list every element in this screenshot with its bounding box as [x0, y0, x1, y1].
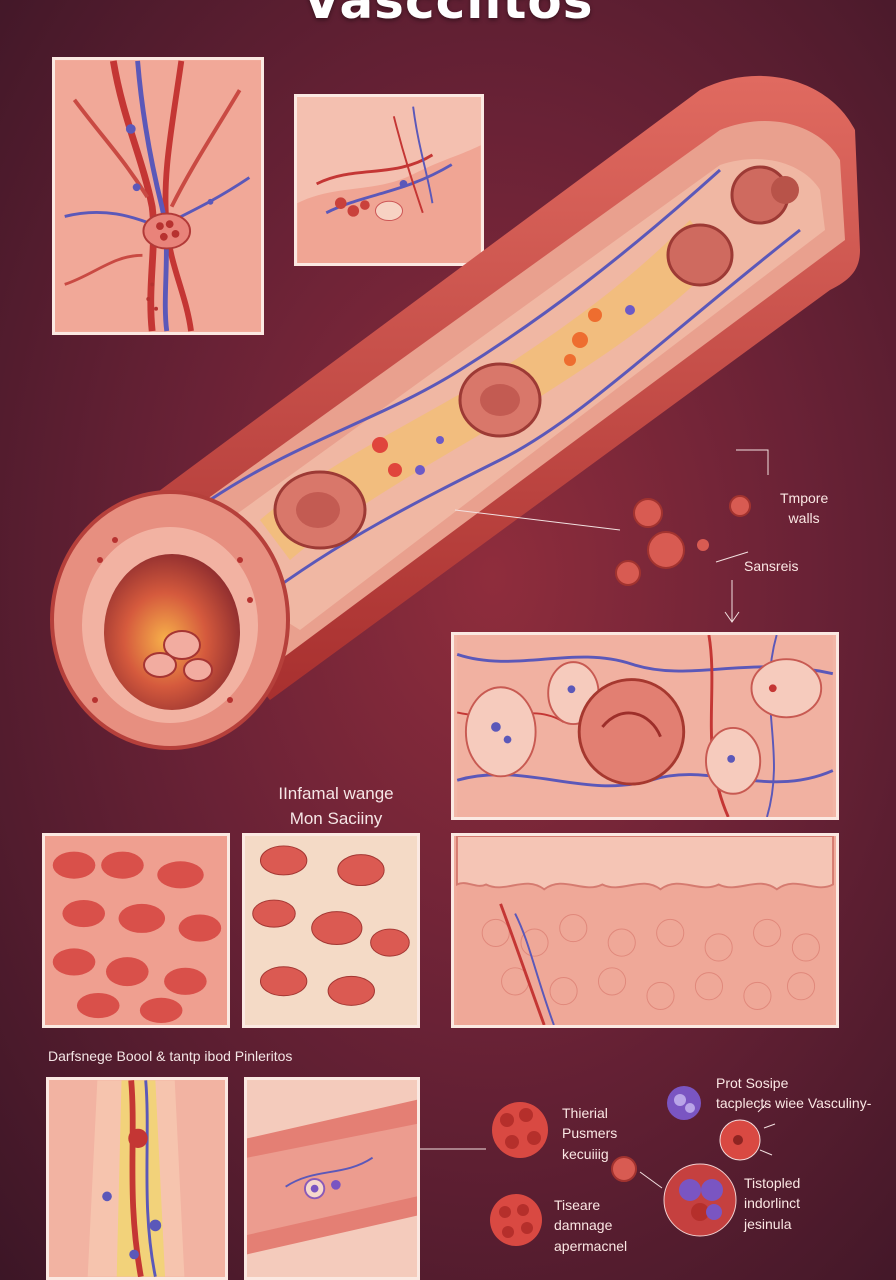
- callout-prot-sosipe: Prot Sosipe tacplects wiee Vasculiny-: [716, 1073, 871, 1114]
- callout-tiseare-line1: Tiseare: [554, 1197, 601, 1213]
- page-title: Vascclitos: [302, 0, 594, 30]
- callout-tistopled-line1: Tistopled: [744, 1175, 801, 1191]
- callout-inflammation-line2: Mon Saciiny: [289, 808, 383, 828]
- callout-inflammation-line1: IInfamal wange: [278, 784, 394, 803]
- vascular-network-illustration: [55, 60, 261, 332]
- callout-sansreis: Sansreis: [744, 558, 799, 574]
- callout-tmpore-line2: walls: [788, 510, 820, 527]
- callout-thierial: Thierial Pusmers kecuiiig: [562, 1103, 617, 1164]
- callout-tiseare: Tiseare damnage apermacnel: [554, 1195, 627, 1256]
- callout-tistopled: Tistopled indorlinct jesinula: [744, 1173, 800, 1234]
- section-heading: Darfsnege Boool & tantp ibod Pinleritos: [48, 1048, 293, 1064]
- callout-tmpore-line1: Tmpore: [780, 490, 829, 506]
- inset-red-cells-sparse: [242, 833, 420, 1028]
- callout-thierial-line3: kecuiiig: [562, 1145, 609, 1162]
- callout-tistopled-line3: jesinula: [744, 1215, 792, 1232]
- tissue-detail-illustration: [297, 97, 481, 263]
- inset-cellular-network: [451, 632, 839, 820]
- callout-inflammation: IInfamal wange Mon Saciiny: [246, 782, 426, 831]
- callout-thierial-line2: Pusmers: [562, 1125, 618, 1142]
- callout-prot-line1: Prot Sosipe: [716, 1075, 789, 1091]
- cellular-network-illustration: [456, 635, 834, 817]
- inset-limb-vessels: [46, 1077, 228, 1280]
- callout-prot-line2: tacplects wiee Vasculiny-: [716, 1095, 872, 1112]
- red-cells-dense-illustration: [45, 836, 227, 1025]
- vessel-segment-illustration: [247, 1080, 417, 1277]
- inset-vessel-segment: [244, 1077, 420, 1280]
- callout-tmpore-walls: Tmpore walls: [780, 488, 828, 529]
- callout-thierial-line1: Thierial: [562, 1105, 608, 1121]
- limb-vessels-illustration: [49, 1080, 225, 1277]
- callout-tiseare-line2: damnage: [554, 1217, 613, 1234]
- red-cells-sparse-illustration: [245, 836, 417, 1025]
- inset-tissue-layer: [451, 833, 839, 1028]
- inset-red-cells-dense: [42, 833, 230, 1028]
- inset-tissue-detail: [294, 94, 484, 266]
- inset-vascular-network: [52, 57, 264, 335]
- callout-tistopled-line2: indorlinct: [744, 1195, 801, 1212]
- callout-tiseare-line3: apermacnel: [554, 1237, 628, 1254]
- tissue-layer-illustration: [456, 836, 834, 1025]
